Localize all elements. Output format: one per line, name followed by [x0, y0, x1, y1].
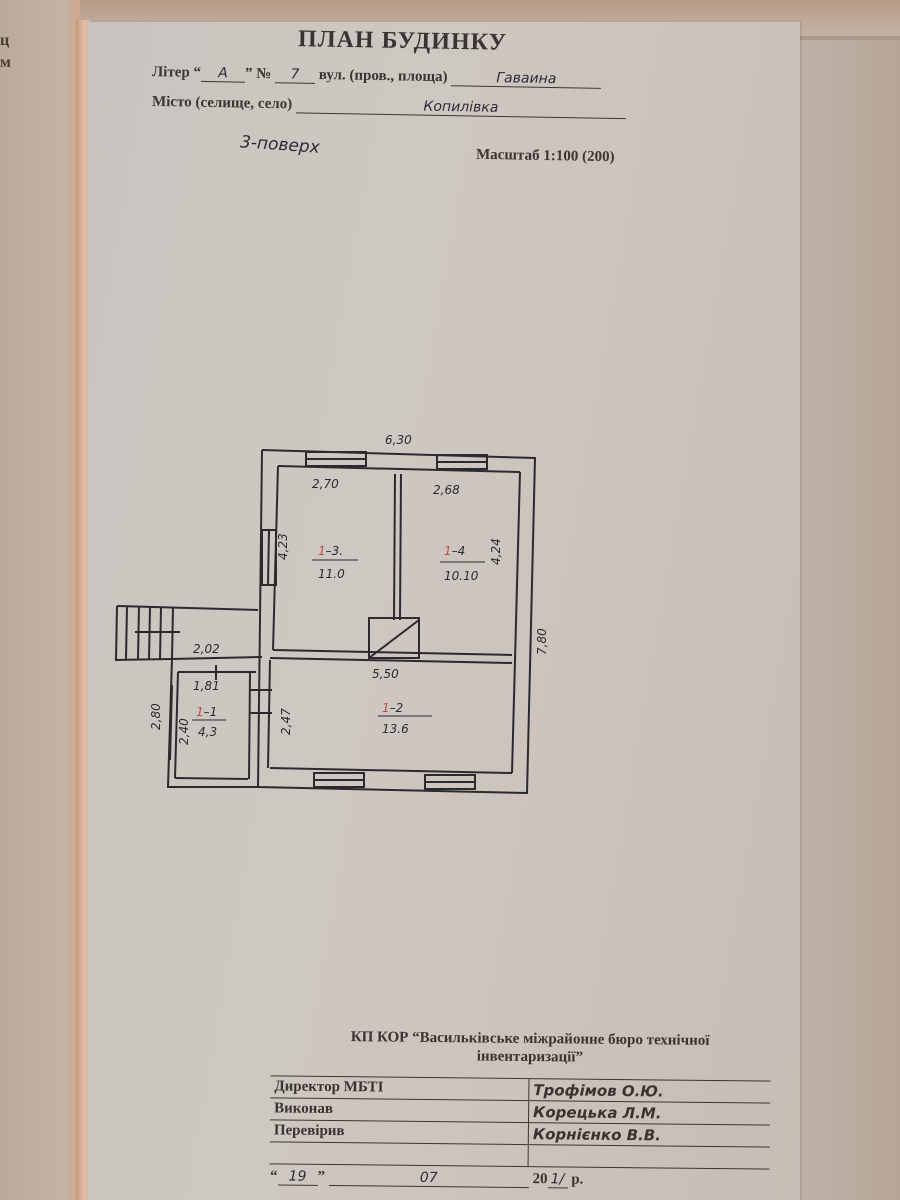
book-spine: [76, 20, 90, 1200]
fragment-1: ц: [0, 32, 10, 49]
left-page-fragment-text: ц м: [0, 30, 11, 74]
room-1-3-area: 11.0: [318, 567, 345, 581]
fragment-2: м: [0, 54, 11, 71]
room-1-1-area: 4,3: [198, 725, 217, 739]
right-page-edge: [800, 40, 900, 1200]
dim-porch-length: 2,80: [149, 703, 163, 730]
dim-room-1-1-width: 1,81: [193, 679, 220, 693]
room-1-4-area: 10.10: [444, 569, 479, 583]
row-label: Директор МБТІ: [270, 1075, 529, 1101]
dim-room-1-3-width: 2,70: [312, 477, 339, 491]
row-value: Трофімов О.Ю.: [528, 1078, 771, 1104]
date-year-prefix: 20: [532, 1171, 548, 1188]
dim-room-1-4-width: 2,68: [433, 483, 460, 497]
dim-room-1-1-length: 2,40: [177, 718, 191, 745]
dim-room-1-2-width: 5,50: [372, 667, 399, 681]
date-month: 07: [328, 1168, 529, 1189]
room-1-4-id: 1–4: [444, 544, 465, 558]
dim-room-1-4-length: 4,24: [489, 538, 503, 565]
dim-overall-length: 7,80: [535, 628, 549, 655]
date-suffix: р.: [571, 1171, 584, 1188]
room-1-2-id: 1–2: [382, 701, 403, 715]
organization-name: КП КОР “Васильківське міжрайонне бюро те…: [350, 1029, 710, 1066]
dim-overall-width: 6,30: [385, 433, 412, 447]
dim-porch-width: 2,02: [193, 642, 220, 656]
signature-table: Директор МБТІ Трофімов О.Ю. Виконав Коре…: [269, 1075, 771, 1170]
row-label: [269, 1141, 529, 1167]
row-value: Корецька Л.М.: [528, 1100, 771, 1126]
row-value: [528, 1144, 770, 1170]
room-1-1-id: 1–1: [196, 705, 217, 719]
row-label: Перевірив: [269, 1119, 529, 1145]
dim-room-1-2-length: 2,47: [279, 708, 293, 735]
signature-row: [269, 1141, 770, 1170]
date-year-suffix: 1/: [547, 1171, 568, 1189]
room-1-3-id: 1–3.: [318, 544, 343, 558]
left-page-edge: ц м: [0, 0, 80, 1200]
dim-room-1-3-length: 4,23: [276, 533, 290, 560]
date-day: 19: [277, 1168, 318, 1186]
document-sheet: [88, 22, 800, 1200]
row-label: Виконав: [270, 1097, 529, 1123]
room-1-2-area: 13.6: [382, 722, 409, 736]
row-value: Корнієнко В.В.: [528, 1122, 770, 1148]
